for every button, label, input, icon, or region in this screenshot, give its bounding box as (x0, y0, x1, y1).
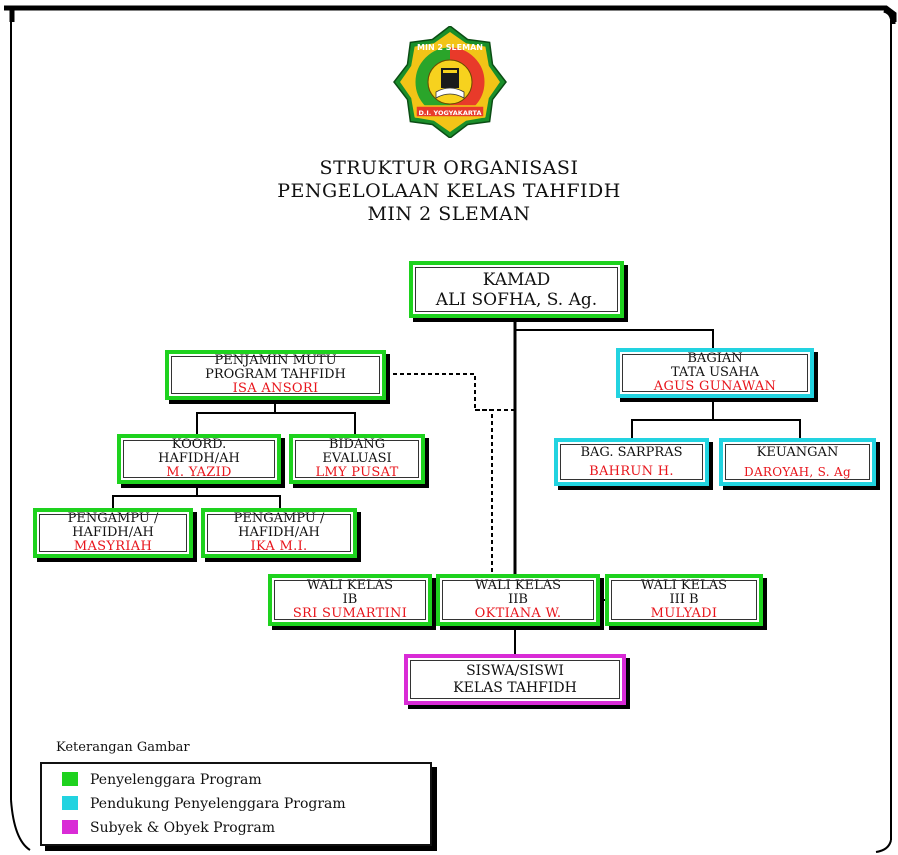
node-sarpras-name: BAHRUN H. (589, 463, 674, 479)
node-bidang-evaluasi: BIDANG EVALUASI LMY PUSAT (289, 434, 425, 484)
node-wali-kelas-ib: WALI KELAS IB SRI SUMARTINI (268, 574, 432, 626)
node-pengampu2-line-2: HAFIDH/AH (238, 525, 320, 540)
node-pengampu1-line-1: PENGAMPU / (67, 511, 159, 526)
node-siswa-line-1: SISWA/SISWI (466, 662, 564, 679)
node-wali2-name: OKTIANA W. (474, 606, 562, 621)
node-sarpras-line-1: BAG. SARPRAS (580, 444, 683, 460)
node-pengampu2-name: IKA M.I. (250, 539, 308, 554)
node-tu-line-1: BAGIAN (687, 351, 743, 366)
legend-label: Subyek & Obyek Program (90, 820, 275, 836)
node-tata-usaha: BAGIAN TATA USAHA AGUS GUNAWAN (616, 348, 814, 398)
legend-swatch-cyan (62, 796, 78, 810)
node-penjamin-line-1: PENJAMIN MUTU (214, 353, 337, 368)
node-wali1-line-2: IB (342, 592, 358, 607)
node-wali3-line-2: III B (669, 592, 699, 607)
legend-item-pendukung: Pendukung Penyelenggara Program (62, 796, 346, 812)
legend-item-penyelenggara: Penyelenggara Program (62, 772, 262, 788)
node-keuangan-line-1: KEUANGAN (756, 444, 839, 460)
node-pengampu1-name: MASYRIAH (73, 539, 153, 554)
node-pengampu-1: PENGAMPU / HAFIDH/AH MASYRIAH (33, 508, 193, 558)
node-tu-name: AGUS GUNAWAN (653, 379, 777, 394)
logo-top-text: MIN 2 SLEMAN (417, 43, 483, 52)
node-wali2-line-1: WALI KELAS (474, 578, 562, 593)
node-wali3-line-1: WALI KELAS (640, 578, 728, 593)
node-keuangan-name: DAROYAH, S. Ag (744, 464, 851, 479)
node-siswa: SISWA/SISWI KELAS TAHFIDH (404, 654, 626, 705)
logo-ribbon-text: D.I. YOGYAKARTA (418, 109, 481, 117)
node-wali-kelas-iiib: WALI KELAS III B MULYADI (605, 574, 763, 626)
node-bidang-line-2: EVALUASI (322, 451, 392, 466)
title-line-2: PENGELOLAAN KELAS TAHFIDH (277, 180, 621, 202)
node-pengampu1-line-2: HAFIDH/AH (72, 525, 154, 540)
node-bidang-name: LMY PUSAT (315, 465, 399, 480)
legend-swatch-magenta (62, 820, 78, 834)
node-kamad: KAMAD ALI SOFHA, S. Ag. (409, 261, 624, 318)
node-wali1-name: SRI SUMARTINI (292, 606, 408, 621)
node-koord-name: M. YAZID (166, 465, 232, 480)
node-siswa-line-2: KELAS TAHFIDH (453, 679, 577, 696)
legend-title: Keterangan Gambar (56, 740, 190, 755)
legend-swatch-green (62, 772, 78, 786)
legend-label: Penyelenggara Program (90, 772, 262, 788)
node-wali2-line-2: IIB (508, 592, 528, 607)
node-wali-kelas-iib: WALI KELAS IIB OKTIANA W. (436, 574, 600, 626)
node-penjamin-name: ISA ANSORI (232, 381, 319, 396)
node-tu-line-2: TATA USAHA (670, 365, 760, 380)
legend-label: Pendukung Penyelenggara Program (90, 796, 346, 812)
node-koord-line-2: HAFIDH/AH (158, 451, 240, 466)
node-koord-line-1: KOORD. (171, 437, 227, 452)
node-keuangan: KEUANGAN DAROYAH, S. Ag (719, 438, 876, 486)
node-kamad-line-2: ALI SOFHA, S. Ag. (435, 289, 598, 310)
node-pengampu-2: PENGAMPU / HAFIDH/AH IKA M.I. (201, 508, 357, 558)
node-penjamin-mutu: PENJAMIN MUTU PROGRAM TAHFIDH ISA ANSORI (165, 350, 386, 400)
legend-box: Penyelenggara Program Pendukung Penyelen… (40, 762, 432, 846)
school-logo-emblem: MIN 2 SLEMAN D.I. YOGYAKARTA (393, 26, 507, 138)
node-pengampu2-line-1: PENGAMPU / (233, 511, 325, 526)
node-penjamin-line-2: PROGRAM TAHFIDH (205, 367, 346, 382)
title-line-1: STRUKTUR ORGANISASI (319, 157, 579, 179)
node-kamad-line-1: KAMAD (482, 269, 551, 290)
title-line-3: MIN 2 SLEMAN (367, 203, 531, 225)
node-bidang-line-1: BIDANG (328, 437, 386, 452)
node-bag-sarpras: BAG. SARPRAS BAHRUN H. (554, 438, 709, 486)
node-koord-hafidh: KOORD. HAFIDH/AH M. YAZID (117, 434, 281, 484)
legend-item-subyek: Subyek & Obyek Program (62, 820, 275, 836)
node-wali1-line-1: WALI KELAS (306, 578, 394, 593)
node-wali3-name: MULYADI (650, 606, 718, 621)
